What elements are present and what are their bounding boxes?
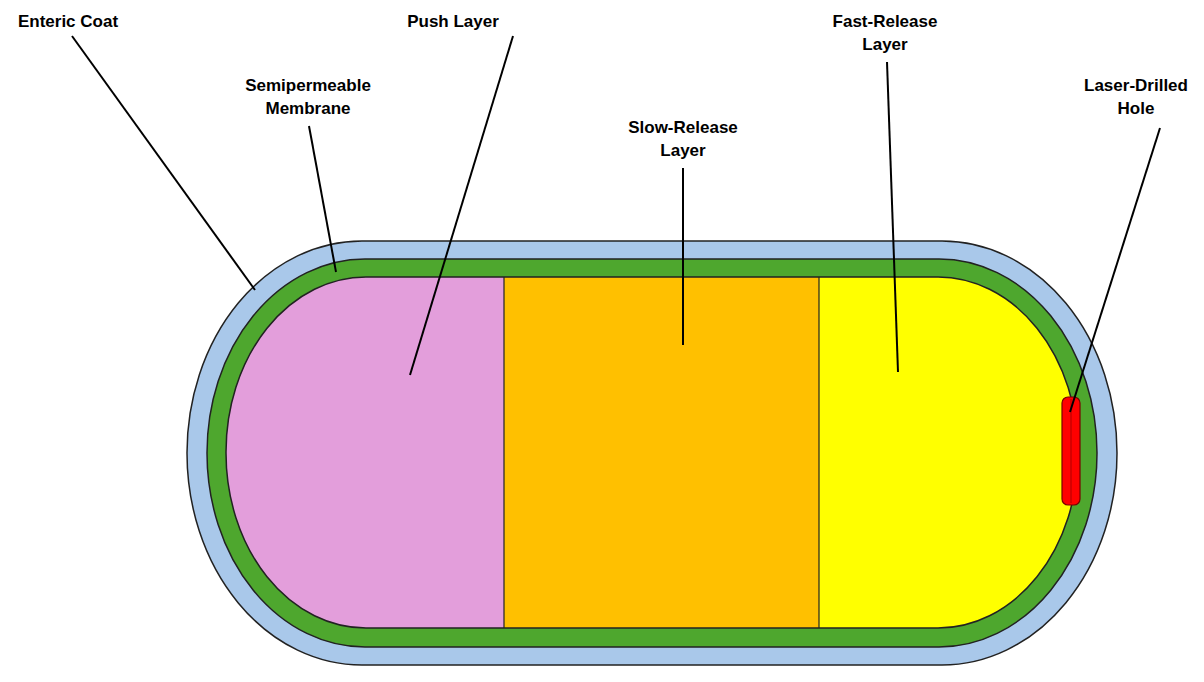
- slow-release-layer: [504, 277, 819, 628]
- leader-lines: [72, 36, 1160, 412]
- push-layer: [226, 277, 504, 628]
- part-label: Fast-Release Layer: [820, 10, 950, 56]
- part-label: Push Layer: [407, 10, 499, 33]
- fast-release-layer: [819, 277, 1078, 628]
- part-label: Semipermeable Membrane: [233, 74, 383, 120]
- part-label: Enteric Coat: [18, 10, 118, 33]
- part-label: Laser-Drilled Hole: [1071, 74, 1201, 120]
- semipermeable-membrane: [207, 259, 1097, 647]
- core-outline: [226, 277, 1078, 628]
- enteric-coat: [187, 241, 1117, 665]
- laser-drilled-hole: [1062, 397, 1080, 505]
- part-label: Slow-Release Layer: [613, 116, 753, 162]
